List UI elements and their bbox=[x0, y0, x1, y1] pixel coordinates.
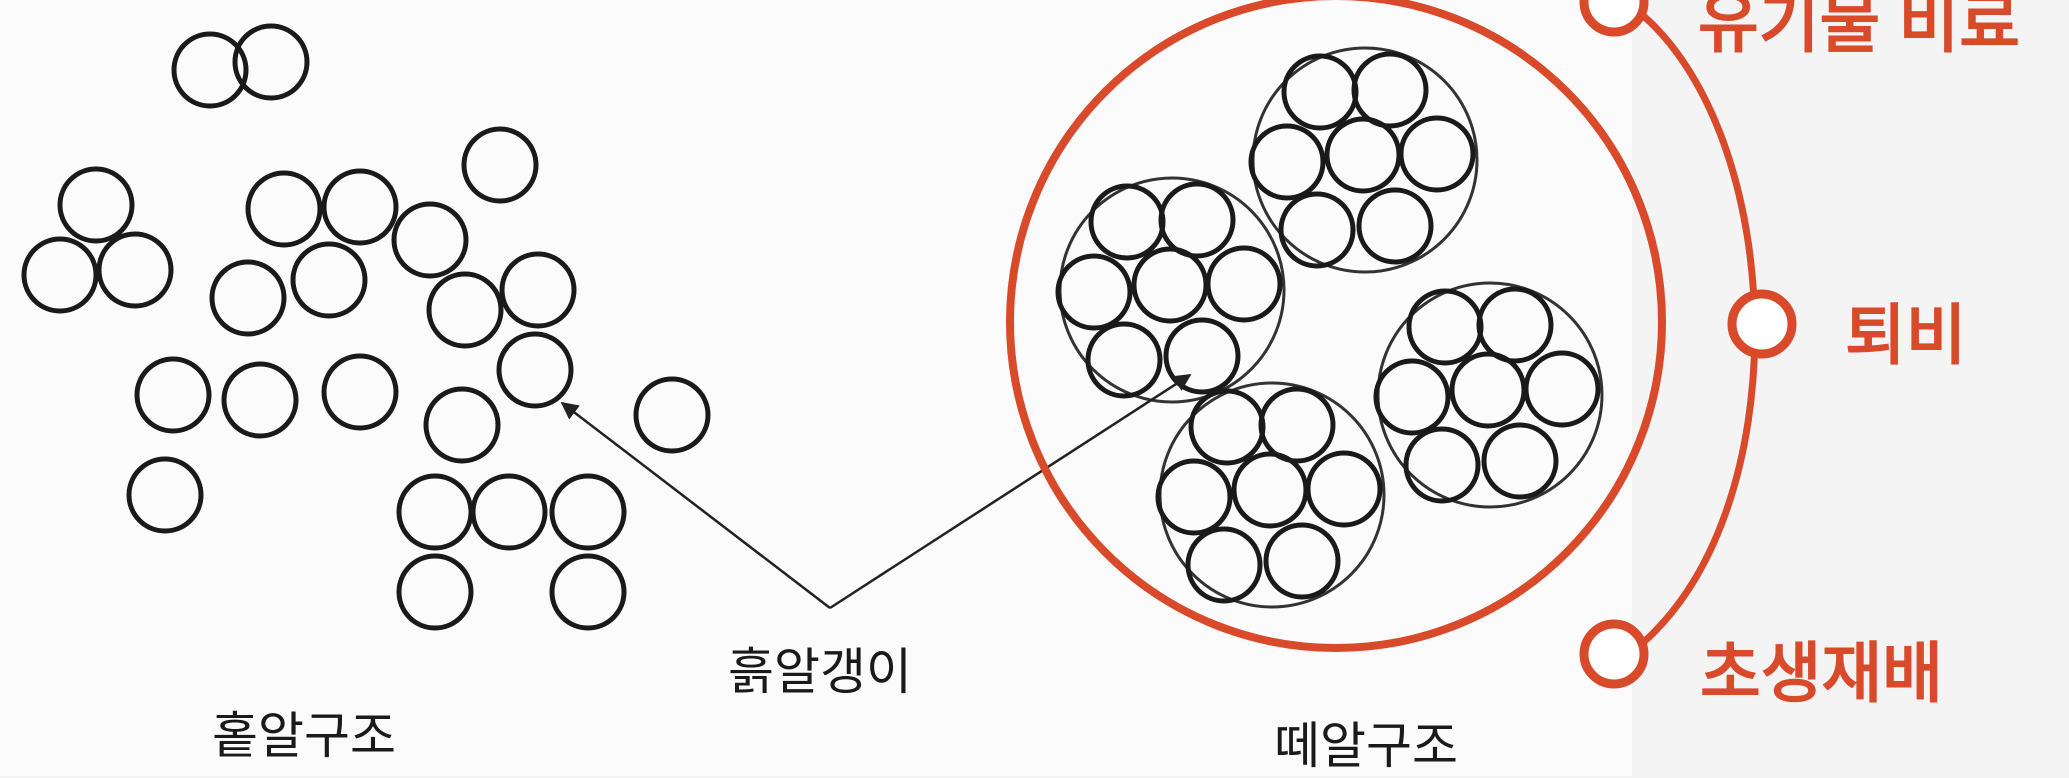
soil-grain bbox=[293, 244, 365, 316]
soil-particle-label: 흙알갱이 bbox=[728, 632, 912, 704]
menu-item-cover-crop[interactable]: 초생재배 bbox=[1700, 620, 1943, 716]
soil-grain bbox=[1479, 289, 1551, 361]
aggregate-structure bbox=[1058, 48, 1602, 607]
soil-grain bbox=[1191, 391, 1263, 463]
soil-grain bbox=[499, 334, 571, 406]
soil-grain bbox=[426, 389, 498, 461]
menu-item-compost[interactable]: 퇴비 bbox=[1845, 282, 1966, 378]
soil-grain bbox=[429, 274, 501, 346]
soil-aggregate bbox=[1158, 383, 1384, 607]
timeline-node-0 bbox=[1584, 0, 1644, 32]
soil-grain bbox=[1359, 190, 1431, 262]
soil-grain bbox=[1088, 324, 1160, 396]
soil-grain bbox=[1327, 119, 1399, 191]
soil-grain bbox=[1452, 354, 1524, 426]
soil-grain bbox=[1261, 389, 1333, 461]
timeline-nodes[interactable] bbox=[1584, 0, 1792, 684]
menu-item-organic-fertilizer[interactable]: 유기물 비료 bbox=[1698, 0, 2020, 66]
soil-grain bbox=[1134, 249, 1206, 321]
soil-grain bbox=[324, 171, 396, 243]
soil-grain bbox=[552, 556, 624, 628]
soil-grain bbox=[1266, 525, 1338, 597]
soil-grain bbox=[473, 476, 545, 548]
soil-grain bbox=[1251, 126, 1323, 198]
soil-grain bbox=[248, 173, 320, 245]
pointer-line-left bbox=[562, 403, 830, 608]
aggregate-label: 떼알구조 bbox=[1274, 706, 1458, 778]
timeline-node-1 bbox=[1732, 294, 1792, 354]
soil-grain bbox=[1406, 429, 1478, 501]
soil-grain bbox=[1484, 425, 1556, 497]
soil-grain bbox=[636, 379, 708, 451]
soil-grain bbox=[1161, 184, 1233, 256]
soil-grain bbox=[1188, 529, 1260, 601]
single-grain-label: 홑알구조 bbox=[212, 696, 396, 768]
soil-grain bbox=[1281, 194, 1353, 266]
soil-aggregate bbox=[1251, 48, 1477, 272]
soil-grain bbox=[1308, 453, 1380, 525]
soil-grain bbox=[399, 476, 471, 548]
soil-grain bbox=[99, 234, 171, 306]
soil-grain bbox=[1376, 361, 1448, 433]
soil-grain bbox=[1234, 454, 1306, 526]
soil-grain bbox=[1526, 353, 1598, 425]
soil-grain bbox=[1058, 256, 1130, 328]
soil-grain bbox=[137, 359, 209, 431]
soil-structure-figure: 홑알구조 흙알갱이 떼알구조 bbox=[0, 0, 1632, 776]
timeline-node-2 bbox=[1584, 624, 1644, 684]
soil-grain bbox=[552, 476, 624, 548]
soil-grain bbox=[324, 356, 396, 428]
soil-grain bbox=[24, 239, 96, 311]
soil-aggregate bbox=[1376, 283, 1602, 507]
soil-grain bbox=[224, 364, 296, 436]
soil-grain bbox=[502, 254, 574, 326]
soil-grain bbox=[1284, 56, 1356, 128]
pointer-lines bbox=[562, 375, 1190, 608]
soil-grain bbox=[1208, 248, 1280, 320]
soil-grain bbox=[212, 262, 284, 334]
soil-grain bbox=[1091, 186, 1163, 258]
soil-grain bbox=[1409, 291, 1481, 363]
soil-aggregate bbox=[1058, 178, 1284, 402]
pointer-line-right bbox=[830, 375, 1190, 608]
soil-grain bbox=[399, 556, 471, 628]
soil-grain bbox=[60, 169, 132, 241]
soil-grain bbox=[1158, 461, 1230, 533]
soil-grain bbox=[464, 129, 536, 201]
single-grain-structure bbox=[24, 26, 708, 628]
soil-grain bbox=[129, 459, 201, 531]
soil-grain bbox=[1354, 54, 1426, 126]
soil-grain bbox=[1166, 320, 1238, 392]
soil-grain bbox=[394, 204, 466, 276]
soil-grain bbox=[1401, 118, 1473, 190]
